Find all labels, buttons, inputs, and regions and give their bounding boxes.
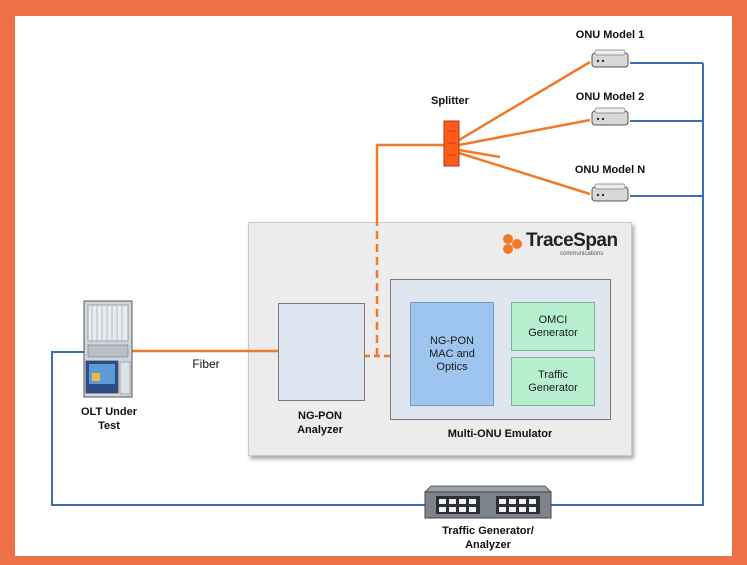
logo-name: TraceSpan — [526, 230, 618, 251]
onu-model-1-icon — [591, 49, 629, 68]
logo-tagline: communications — [560, 251, 604, 257]
fiber-splitter-stub — [458, 148, 501, 159]
ngpon-mac-box: NG-PON MAC and Optics — [410, 302, 494, 406]
splitter-icon — [443, 120, 460, 167]
ngpon-analyzer-box — [278, 303, 365, 401]
fiber-splitter-onu2 — [458, 118, 591, 147]
omci-generator-box: OMCI Generator — [511, 302, 595, 351]
fiber-to-splitter-line — [375, 143, 445, 222]
multi-onu-emulator-label: Multi-ONU Emulator — [447, 428, 553, 440]
traffic-generator-box: Traffic Generator — [511, 357, 595, 406]
onu-model-n-icon — [591, 183, 629, 202]
splitter-label: Splitter — [431, 95, 469, 107]
tracespan-logo-icon — [503, 234, 522, 254]
fiber-splitter-onun — [458, 151, 591, 196]
fiber-label: Fiber — [192, 357, 220, 371]
onu-model-2-icon — [591, 107, 629, 126]
ethernet-loop-line — [51, 63, 704, 506]
traffic-analyzer-label: Traffic Generator/ Analyzer — [442, 525, 534, 551]
ngpon-analyzer-label: NG-PON Analyzer — [297, 410, 343, 436]
onu-model-n-label: ONU Model N — [574, 164, 646, 176]
fiber-splitter-onu1 — [458, 60, 591, 142]
olt-chassis-icon — [83, 300, 133, 398]
olt-label: OLT Under Test — [80, 406, 137, 432]
onu-model-2-label: ONU Model 2 — [575, 91, 645, 103]
onu-model-1-label: ONU Model 1 — [575, 29, 645, 41]
traffic-analyzer-icon — [424, 485, 552, 519]
